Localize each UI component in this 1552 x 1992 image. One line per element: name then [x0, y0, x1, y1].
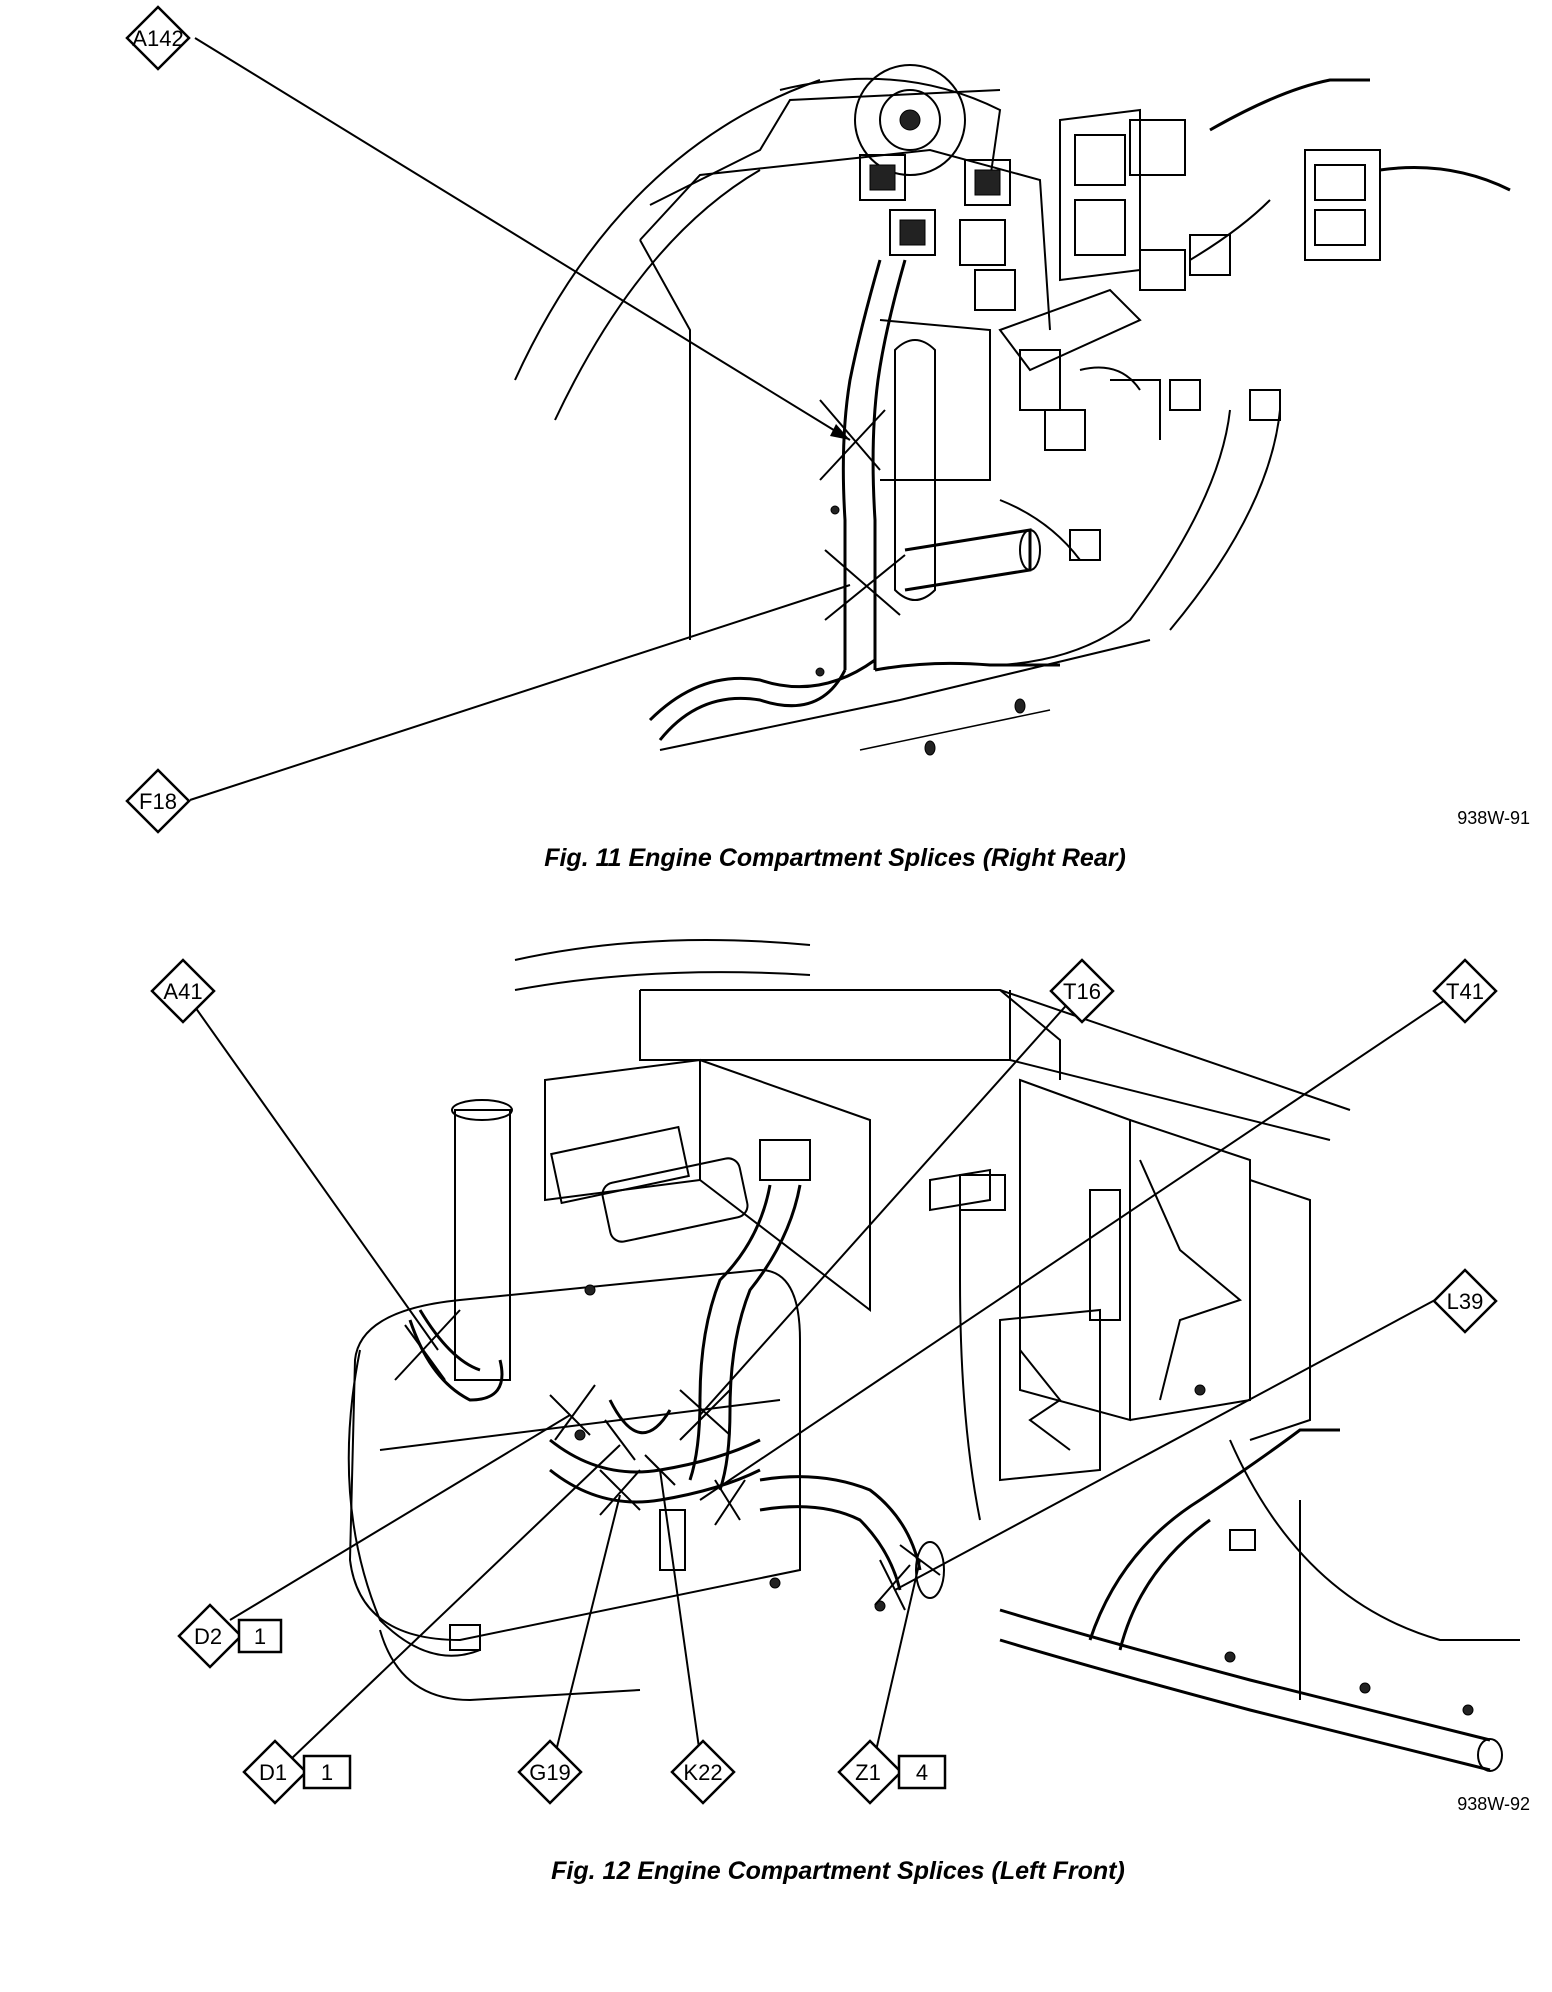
splice-mark-t16: [679, 1389, 731, 1441]
leader-t16: [699, 989, 1081, 1416]
splice-mark-k22: [644, 1454, 676, 1486]
figure-12-illustration: [347, 939, 1520, 1772]
figure-11-caption: Fig. 11 Engine Compartment Splices (Righ…: [544, 844, 1126, 872]
callout-f18: F18: [125, 768, 191, 834]
callout-k22-label: K22: [683, 1760, 722, 1785]
figure-11: A142 F18 938W-91 Fig. 11 Engine Compartm…: [125, 5, 1530, 872]
callout-g19: G19: [517, 1739, 583, 1805]
callout-l39: L39: [1432, 1268, 1498, 1334]
callout-z1-count: 4: [916, 1760, 928, 1785]
callout-d1-count: 1: [321, 1760, 333, 1785]
callout-a41-label: A41: [163, 979, 202, 1004]
leader-t41: [699, 989, 1461, 1501]
figure-12-caption: Fig. 12 Engine Compartment Splices (Left…: [551, 1857, 1125, 1885]
splice-mark-a142: [819, 399, 886, 481]
leader-k22: [659, 1469, 701, 1756]
figure-11-illustration: [514, 64, 1511, 756]
leader-a142-arrowhead: [830, 424, 850, 440]
leader-d1: [289, 1444, 621, 1761]
callout-g19-label: G19: [529, 1760, 571, 1785]
figure-12-code: 938W-92: [1457, 1794, 1530, 1814]
callout-z1-label: Z1: [855, 1760, 881, 1785]
splice-mark-d2: [549, 1384, 596, 1441]
splice-mark-l39: [874, 1559, 911, 1611]
splice-mark-g19: [599, 1469, 641, 1516]
callout-l39-label: L39: [1447, 1289, 1484, 1314]
callout-a41: A41: [150, 958, 216, 1024]
splice-mark-d1: [604, 1419, 636, 1461]
callout-t16: T16: [1049, 958, 1115, 1024]
leader-f18: [189, 584, 851, 801]
callout-z1: Z1 4: [837, 1739, 947, 1805]
splice-mark-t41: [714, 1479, 746, 1526]
splice-mark-z1: [899, 1544, 941, 1576]
callout-d1: D1 1: [242, 1739, 352, 1805]
callout-d1-label: D1: [259, 1760, 287, 1785]
callout-t16-label: T16: [1063, 979, 1101, 1004]
leader-g19: [554, 1494, 621, 1756]
leader-l39: [894, 1299, 1436, 1591]
leader-a142: [194, 37, 851, 441]
callout-f18-label: F18: [139, 789, 177, 814]
callout-k22: K22: [670, 1739, 736, 1805]
leader-z1: [874, 1559, 921, 1756]
leader-d2: [229, 1414, 571, 1621]
callout-d2-count: 1: [254, 1624, 266, 1649]
callout-t41: T41: [1432, 958, 1498, 1024]
splice-mark-f18: [824, 549, 906, 621]
callout-d2-label: D2: [194, 1624, 222, 1649]
callout-t41-label: T41: [1446, 979, 1484, 1004]
figure-12: A41 T16 T41 L39 D2 1 D1 1 G19: [150, 939, 1530, 1885]
callout-a142: A142: [125, 5, 191, 71]
callout-d2: D2 1: [177, 1603, 283, 1669]
figure-11-code: 938W-91: [1457, 808, 1530, 828]
splice-mark-a41: [394, 1309, 461, 1381]
callout-a142-label: A142: [132, 26, 183, 51]
leader-a41: [182, 989, 439, 1351]
